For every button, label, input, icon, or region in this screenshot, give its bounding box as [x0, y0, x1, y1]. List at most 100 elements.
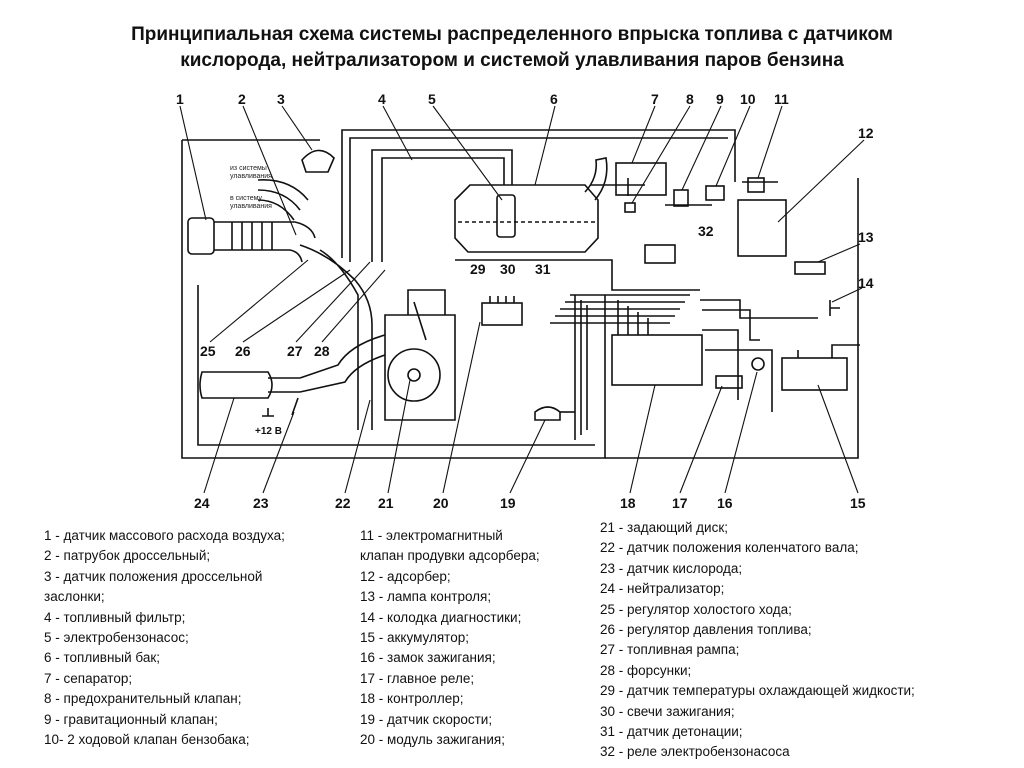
leader-16 [724, 371, 758, 494]
legend-item: 18 - контроллер; [360, 691, 464, 707]
fuel-line-2 [349, 137, 728, 262]
legend-item: 32 - реле электробензонасоса [600, 744, 790, 760]
leader-24 [203, 397, 235, 494]
legend-item: 12 - адсорбер; [360, 568, 451, 584]
to-system-label-a: в систему [230, 195, 262, 202]
frame-wire-inner [197, 285, 595, 446]
legend-item: 7 - сепаратор; [44, 670, 133, 686]
legend-item: 30 - свечи зажигания; [600, 703, 735, 719]
leader-2 [242, 105, 297, 236]
callout-27: 27 [287, 343, 303, 359]
air-flow-meter [187, 217, 215, 255]
legend-item: 6 - топливный бак; [44, 650, 160, 666]
leader-17 [679, 385, 723, 494]
callout-7: 7 [651, 91, 659, 107]
legend-column-1: 1 - датчик массового расхода воздуха; 2 … [44, 526, 344, 750]
air-hose [214, 221, 316, 263]
fuel-tank [454, 184, 599, 253]
master-disk [387, 348, 441, 402]
leader-22 [344, 399, 371, 494]
callout-13: 13 [858, 229, 874, 245]
legend-item: 14 - колодка диагностики; [360, 609, 522, 625]
ground-symbol [262, 408, 274, 417]
main-relay [715, 375, 743, 389]
leader-13 [817, 243, 861, 263]
legend-item: 20 - модуль зажигания; [360, 732, 505, 748]
leader-10 [715, 105, 751, 187]
harness-down [574, 295, 588, 440]
legend-item: 8 - предохранительный клапан; [44, 691, 242, 707]
legend-item: 11 - электромагнитный [360, 528, 503, 543]
leader-19 [509, 419, 546, 494]
legend-item: 17 - главное реле; [360, 670, 475, 686]
filler-neck [584, 157, 608, 201]
callout-4: 4 [378, 91, 386, 107]
callout-23: 23 [253, 495, 269, 511]
air-hose-ribs [231, 222, 273, 250]
ignition-switch [751, 357, 765, 371]
leader-15 [817, 384, 859, 494]
legend-item: 26 - регулятор давления топлива; [600, 622, 812, 638]
legend-item: 13 - лампа контроля; [360, 589, 492, 605]
fuel-injection-schematic: 1 2 3 4 5 6 7 8 9 10 11 12 13 14 15 16 1… [176, 91, 874, 511]
leader-1 [179, 105, 207, 221]
callout-31: 31 [535, 261, 551, 277]
title-line-1: Принципиальная схема системы распределен… [131, 24, 893, 45]
leader-9 [681, 105, 722, 191]
legend-item: 25 - регулятор холостого хода; [600, 601, 792, 617]
callout-32: 32 [698, 223, 714, 239]
battery-terminals [797, 344, 860, 358]
from-system-label-a: из системы [230, 165, 267, 172]
callout-26: 26 [235, 343, 251, 359]
intake-manifold [299, 244, 373, 430]
controller-harness [550, 294, 690, 335]
catalyst-pipe [268, 377, 300, 393]
legend-item: 22 - датчик положения коленчатого вала; [600, 540, 859, 556]
legend-item: заслонки; [44, 589, 105, 605]
leader-5 [432, 105, 503, 201]
legend-item: 24 - нейтрализатор; [600, 581, 725, 597]
legend-item: 23 - датчик кислорода; [600, 560, 743, 576]
callout-20: 20 [433, 495, 449, 511]
diagnostic-connector [829, 300, 840, 316]
gravity-valve [673, 189, 689, 207]
to-system-label-b: улавливания [230, 203, 272, 210]
legend-item: 16 - замок зажигания; [360, 650, 496, 666]
legend-item: 31 - датчик детонации; [600, 724, 743, 740]
fuel-line-top [341, 129, 736, 258]
callout-5: 5 [428, 91, 436, 107]
fuel-line-filter [371, 149, 513, 262]
leader-14 [831, 287, 863, 303]
callout-19: 19 [500, 495, 516, 511]
title-line-2: кислорода, нейтрализатором и системой ул… [180, 50, 844, 71]
leader-7 [631, 105, 656, 164]
callout-18: 18 [620, 495, 636, 511]
leader-25 [209, 259, 309, 343]
callout-2: 2 [238, 91, 246, 107]
legend-item: клапан продувки адсорбера; [360, 548, 540, 564]
exhaust-pipe [299, 334, 386, 393]
leader-4 [382, 105, 413, 161]
control-lamp [794, 261, 826, 275]
legend-item: 27 - топливная рампа; [600, 642, 740, 658]
battery-box [781, 357, 848, 391]
legend-item: 3 - датчик положения дроссельной [44, 568, 263, 584]
frame-wire-right [605, 178, 859, 459]
leader-26 [242, 269, 351, 343]
callout-14: 14 [858, 275, 874, 291]
leader-21 [387, 379, 411, 494]
leader-27 [295, 261, 371, 343]
separator-box [615, 162, 667, 196]
purge-valve [747, 177, 765, 193]
vacuum-lines [257, 179, 309, 221]
leader-8 [631, 105, 691, 204]
leader-28 [321, 269, 386, 343]
callout-12: 12 [858, 125, 874, 141]
callout-15: 15 [850, 495, 866, 511]
leader-18 [629, 384, 656, 494]
legend-item: 15 - аккумулятор; [360, 630, 469, 646]
fuel-pump-relay [644, 244, 676, 264]
two-way-valve [705, 185, 725, 201]
fuel-pump [496, 194, 516, 238]
callout-1: 1 [176, 91, 184, 107]
